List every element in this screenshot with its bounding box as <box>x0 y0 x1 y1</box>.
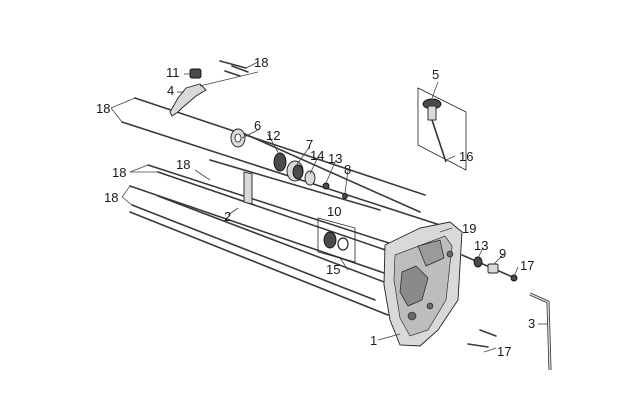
callout-labels: 18 11 4 18 5 6 12 7 14 13 8 16 18 18 18 … <box>96 55 535 359</box>
label-19: 19 <box>462 221 476 236</box>
part-1-crankcase-cover <box>383 221 463 347</box>
label-18-left-lower: 18 <box>104 190 118 205</box>
bottom-bolt-17 <box>467 329 497 348</box>
right-side-small-parts <box>461 254 518 282</box>
label-3: 3 <box>528 316 535 331</box>
label-10: 10 <box>327 204 341 219</box>
shaft-assembly <box>230 128 421 213</box>
label-18-left-mid: 18 <box>112 165 126 180</box>
label-14: 14 <box>310 148 324 163</box>
label-11: 11 <box>166 65 180 80</box>
label-13-center: 13 <box>328 151 342 166</box>
label-8: 8 <box>344 162 351 177</box>
part-3-allen-key <box>529 292 552 371</box>
label-7: 7 <box>306 137 313 152</box>
label-2: 2 <box>224 209 231 224</box>
label-12: 12 <box>266 128 280 143</box>
part-5-dipstick <box>417 87 467 171</box>
label-17-right: 17 <box>520 258 534 273</box>
label-5: 5 <box>432 67 439 82</box>
leader-lines <box>110 61 548 353</box>
label-18-left-upper: 18 <box>96 101 110 116</box>
label-15: 15 <box>326 262 340 277</box>
long-bolts <box>121 97 441 316</box>
short-bolts-top <box>219 60 249 77</box>
label-13-right: 13 <box>474 238 488 253</box>
label-18-center: 18 <box>176 157 190 172</box>
bracket-plate <box>243 171 253 205</box>
label-18-top: 18 <box>254 55 268 70</box>
label-6: 6 <box>254 118 261 133</box>
part-11-nut <box>189 68 202 79</box>
part-4-bracket <box>169 71 259 117</box>
label-1: 1 <box>370 333 377 348</box>
label-16: 16 <box>459 149 473 164</box>
label-17-bottom: 17 <box>497 344 511 359</box>
label-4: 4 <box>167 83 174 98</box>
part-10-box <box>317 217 356 263</box>
label-9: 9 <box>499 246 506 261</box>
